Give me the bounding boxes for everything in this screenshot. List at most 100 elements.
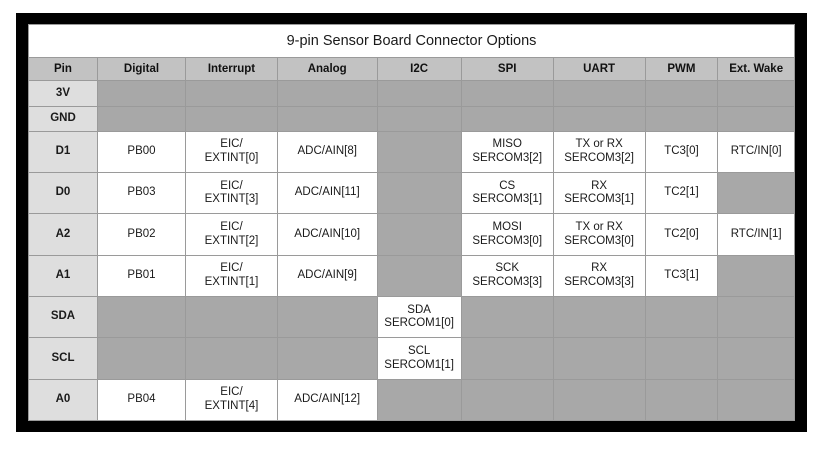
cell-line: SERCOM3[0] [472,234,543,247]
cell-a0-interrupt: EIC/EXTINT[4] [185,378,278,422]
cell-empty-3v-spi [460,80,554,107]
cell-a1-pwm: TC3[1] [644,254,719,298]
column-header-digital: Digital [96,57,187,82]
cell-line: MOSI [492,221,522,234]
cell-empty-d1-i2c [376,130,462,174]
cell-empty-a2-i2c [376,213,462,256]
cell-a2-pwm: TC2[0] [644,213,719,256]
column-header-spi: SPI [460,57,554,82]
pin-label-d0: D0 [28,172,98,215]
cell-d1-pwm: TC3[0] [644,130,719,174]
cell-empty-sda-interrupt [185,296,278,339]
pin-label-a1: A1 [28,254,98,298]
cell-line: ADC/AIN[9] [297,269,357,282]
cell-line: PB04 [127,393,156,406]
cell-d1-analog: ADC/AIN[8] [276,130,378,174]
pin-label-scl: SCL [28,337,98,380]
cell-line: EIC/ [220,179,243,192]
cell-line: TX or RX [575,221,623,234]
cell-empty-gnd-uart [552,105,646,132]
cell-line: SCK [495,262,520,275]
table-row: 3V [28,80,795,107]
cell-line: SERCOM3[1] [564,193,634,206]
cell-line: SERCOM3[1] [472,193,543,206]
cell-empty-3v-digital [96,80,187,107]
cell-empty-gnd-spi [460,105,554,132]
cell-empty-3v-analog [276,80,378,107]
cell-d1-interrupt: EIC/EXTINT[0] [185,130,278,174]
cell-line: EIC/ [220,386,243,399]
cell-empty-scl-ext-wake [717,337,795,380]
cell-line: EXTINT[4] [204,399,259,412]
cell-line: TC2[0] [664,227,699,240]
cell-line: EIC/ [220,138,243,151]
cell-empty-scl-digital [96,337,187,380]
column-header-pin: Pin [28,57,98,82]
cell-line: PB01 [127,269,156,282]
cell-line: ADC/AIN[11] [294,186,360,199]
cell-line: SERCOM3[3] [472,275,543,288]
cell-d0-analog: ADC/AIN[11] [276,172,378,215]
table-title-row: 9-pin Sensor Board Connector Options [28,23,795,59]
cell-line: TC3[1] [664,269,699,282]
cell-empty-3v-uart [552,80,646,107]
cell-a2-interrupt: EIC/EXTINT[2] [185,213,278,256]
cell-line: TX or RX [575,138,623,151]
cell-line: PB03 [127,186,156,199]
cell-line: SERCOM3[2] [564,151,634,164]
pin-label-a2: A2 [28,213,98,256]
cell-empty-a0-spi [460,378,554,422]
pin-label-a0: A0 [28,378,98,422]
cell-line: EIC/ [220,262,243,275]
cell-empty-gnd-digital [96,105,187,132]
cell-empty-sda-uart [552,296,646,339]
cell-line: SERCOM3[3] [564,275,634,288]
cell-d0-interrupt: EIC/EXTINT[3] [185,172,278,215]
cell-line: TC2[1] [664,186,699,199]
cell-empty-a0-i2c [376,378,462,422]
cell-empty-3v-pwm [644,80,719,107]
cell-line: SERCOM3[0] [564,234,634,247]
cell-line: SERCOM1[0] [384,317,454,330]
column-header-pwm: PWM [644,57,719,82]
column-header-analog: Analog [276,57,378,82]
column-header-ext-wake: Ext. Wake [717,57,795,82]
pin-label-3v: 3V [28,80,98,107]
cell-empty-3v-i2c [376,80,462,107]
cell-empty-scl-interrupt [185,337,278,380]
column-header-i2c: I2C [376,57,462,82]
cell-line: EIC/ [220,221,243,234]
cell-line: PB00 [127,145,156,158]
cell-line: ADC/AIN[8] [297,145,357,158]
cell-a2-analog: ADC/AIN[10] [276,213,378,256]
cell-empty-a1-i2c [376,254,462,298]
pin-label-d1: D1 [28,130,98,174]
cell-line: SCL [407,344,431,357]
cell-empty-a0-pwm [644,378,719,422]
cell-empty-d0-ext-wake [717,172,795,215]
cell-line: RX [591,262,608,275]
cell-empty-a1-ext-wake [717,254,795,298]
cell-line: PB02 [127,227,156,240]
cell-empty-scl-spi [460,337,554,380]
pin-label-sda: SDA [28,296,98,339]
cell-line: SERCOM3[2] [472,151,543,164]
cell-d0-pwm: TC2[1] [644,172,719,215]
cell-line: EXTINT[0] [204,151,259,164]
cell-empty-d0-i2c [376,172,462,215]
cell-line: EXTINT[2] [204,234,259,247]
cell-line: SDA [407,303,431,316]
column-header-interrupt: Interrupt [185,57,278,82]
cell-a2-ext-wake: RTC/IN[1] [717,213,795,256]
cell-line: SERCOM1[1] [384,358,454,371]
cell-a0-digital: PB04 [96,378,187,422]
